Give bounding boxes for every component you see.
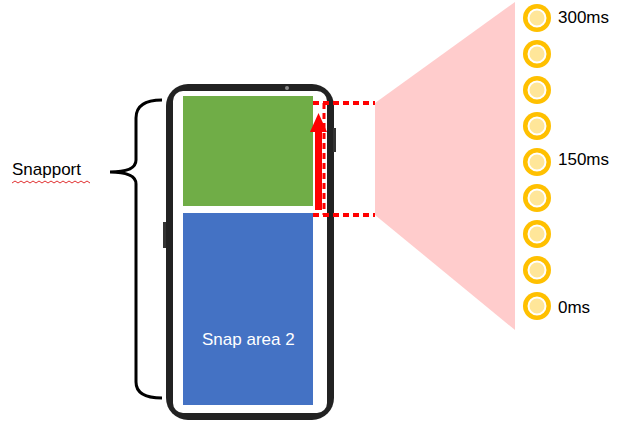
timeline-dot [523, 256, 551, 284]
timeline-dot [523, 4, 551, 32]
timeline-dot-center [529, 82, 546, 99]
time-label: 0ms [558, 298, 590, 318]
phone-screen [173, 91, 327, 413]
snap-area-box: Snap area 2 [183, 213, 313, 405]
part-name: Snapport [12, 160, 81, 180]
dotted-marker [313, 213, 375, 217]
time-label: 300ms [558, 8, 609, 28]
timeline-dot [523, 40, 551, 68]
timeline-dot-center [529, 10, 546, 27]
timeline-dot-center [529, 298, 546, 315]
timeline-dot-center [529, 46, 546, 63]
time-label: 150ms [558, 150, 609, 170]
brace [110, 100, 162, 398]
timeline-dot-center [529, 154, 546, 171]
timeline-dot-center [529, 262, 546, 279]
side-button [163, 222, 166, 248]
spellcheck-underline [12, 181, 90, 183]
scroll-arrow [315, 130, 322, 210]
dotted-marker [323, 103, 326, 215]
side-button [333, 128, 336, 152]
phone-body [166, 84, 334, 420]
timeline-dots [523, 4, 551, 320]
timeline-dot [523, 148, 551, 176]
timeline-dot [523, 112, 551, 140]
timeline-dot [523, 76, 551, 104]
zoom-projection [375, 2, 515, 330]
snap-area-1 [183, 96, 313, 206]
timeline-dot-center [529, 226, 546, 243]
camera-dot [285, 86, 289, 90]
dotted-marker [313, 101, 375, 105]
timeline-dot [523, 184, 551, 212]
timeline-dot-center [529, 118, 546, 135]
area-label: Snap area 2 [202, 330, 295, 350]
timeline-dot [523, 292, 551, 320]
timeline-dot [523, 220, 551, 248]
timeline-dot-center [529, 190, 546, 207]
scroll-arrow-head [310, 113, 327, 132]
